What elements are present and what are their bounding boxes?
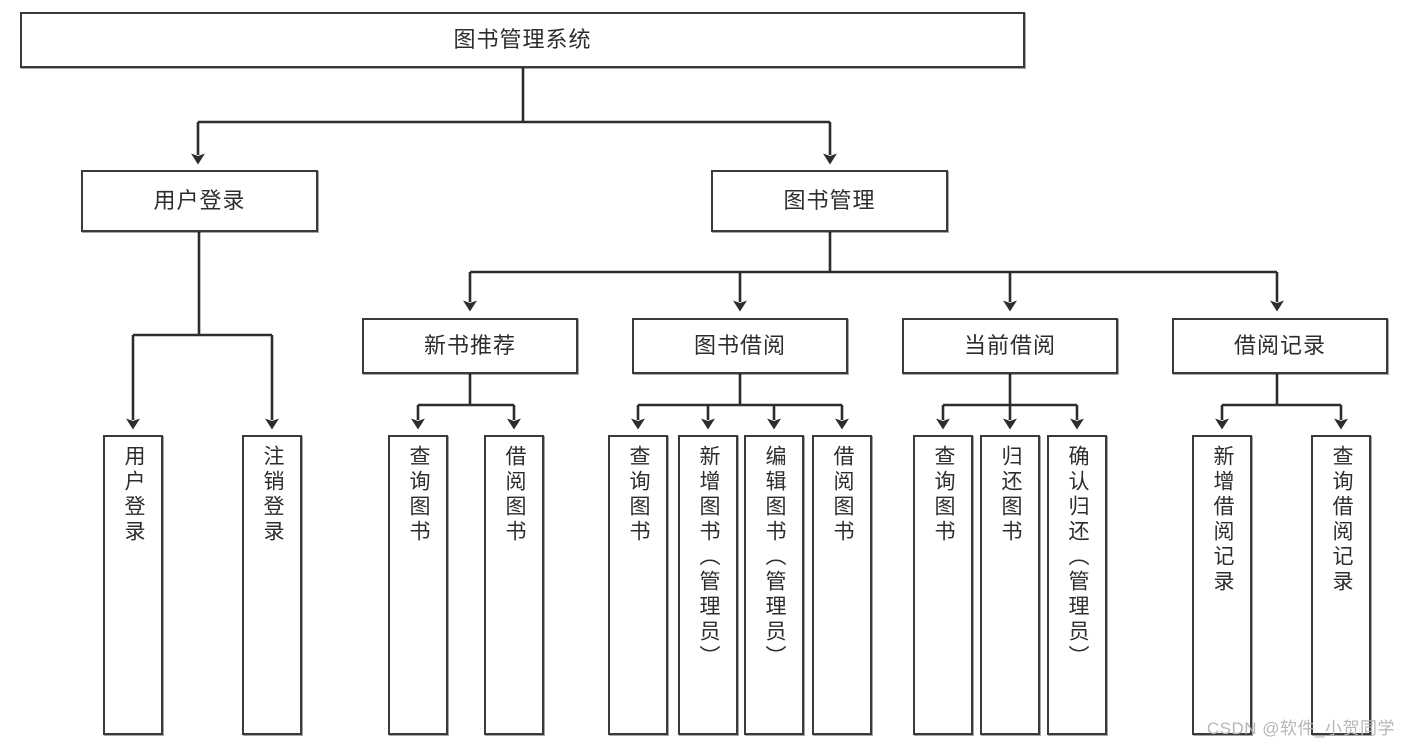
leaf-new-book-borrow-book[interactable]: 借阅图书: [484, 435, 544, 735]
leaf-current-return-book[interactable]: 归还图书: [980, 435, 1040, 735]
leaf-label: 查询图书: [627, 445, 651, 545]
node-user-login[interactable]: 用户登录: [81, 170, 318, 232]
leaf-label: 查询借阅记录: [1330, 445, 1354, 595]
leaf-label: 用户登录: [122, 445, 146, 545]
leaf-record-add-record[interactable]: 新增借阅记录: [1192, 435, 1252, 735]
leaf-label: 借阅图书: [503, 445, 527, 545]
leaf-borrow-add-book[interactable]: 新增图书（管理员）: [678, 435, 738, 735]
leaf-label: 新增借阅记录: [1211, 445, 1235, 595]
leaf-borrow-borrow-book[interactable]: 借阅图书: [812, 435, 872, 735]
leaf-user-login-login[interactable]: 用户登录: [103, 435, 163, 735]
node-root[interactable]: 图书管理系统: [20, 12, 1025, 68]
leaf-label: 编辑图书（管理员）: [763, 445, 787, 670]
node-book-borrow-label: 图书借阅: [693, 332, 786, 358]
node-book-management-label: 图书管理: [783, 187, 876, 213]
node-new-book-recommend-label: 新书推荐: [423, 332, 516, 358]
leaf-label: 查询图书: [407, 445, 431, 545]
leaf-borrow-edit-book[interactable]: 编辑图书（管理员）: [744, 435, 804, 735]
node-borrow-record[interactable]: 借阅记录: [1172, 318, 1388, 374]
watermark-text: CSDN @软件_小贺同学: [1206, 719, 1395, 738]
leaf-label: 查询图书: [932, 445, 956, 545]
node-user-login-label: 用户登录: [153, 187, 246, 213]
leaf-record-query-record[interactable]: 查询借阅记录: [1311, 435, 1371, 735]
leaf-label: 确认归还（管理员）: [1066, 445, 1090, 670]
leaf-new-book-query-book[interactable]: 查询图书: [388, 435, 448, 735]
node-root-label: 图书管理系统: [453, 26, 592, 52]
leaf-label: 借阅图书: [831, 445, 855, 545]
leaf-label: 归还图书: [999, 445, 1023, 545]
node-current-borrow-label: 当前借阅: [963, 332, 1056, 358]
node-book-management[interactable]: 图书管理: [711, 170, 948, 232]
leaf-borrow-query-book[interactable]: 查询图书: [608, 435, 668, 735]
leaf-label: 新增图书（管理员）: [697, 445, 721, 670]
leaf-user-login-logout[interactable]: 注销登录: [242, 435, 302, 735]
leaf-current-query-book[interactable]: 查询图书: [913, 435, 973, 735]
node-borrow-record-label: 借阅记录: [1233, 332, 1326, 358]
node-new-book-recommend[interactable]: 新书推荐: [362, 318, 578, 374]
leaf-label: 注销登录: [261, 445, 285, 545]
node-current-borrow[interactable]: 当前借阅: [902, 318, 1118, 374]
leaf-current-confirm-return[interactable]: 确认归还（管理员）: [1047, 435, 1107, 735]
node-book-borrow[interactable]: 图书借阅: [632, 318, 848, 374]
